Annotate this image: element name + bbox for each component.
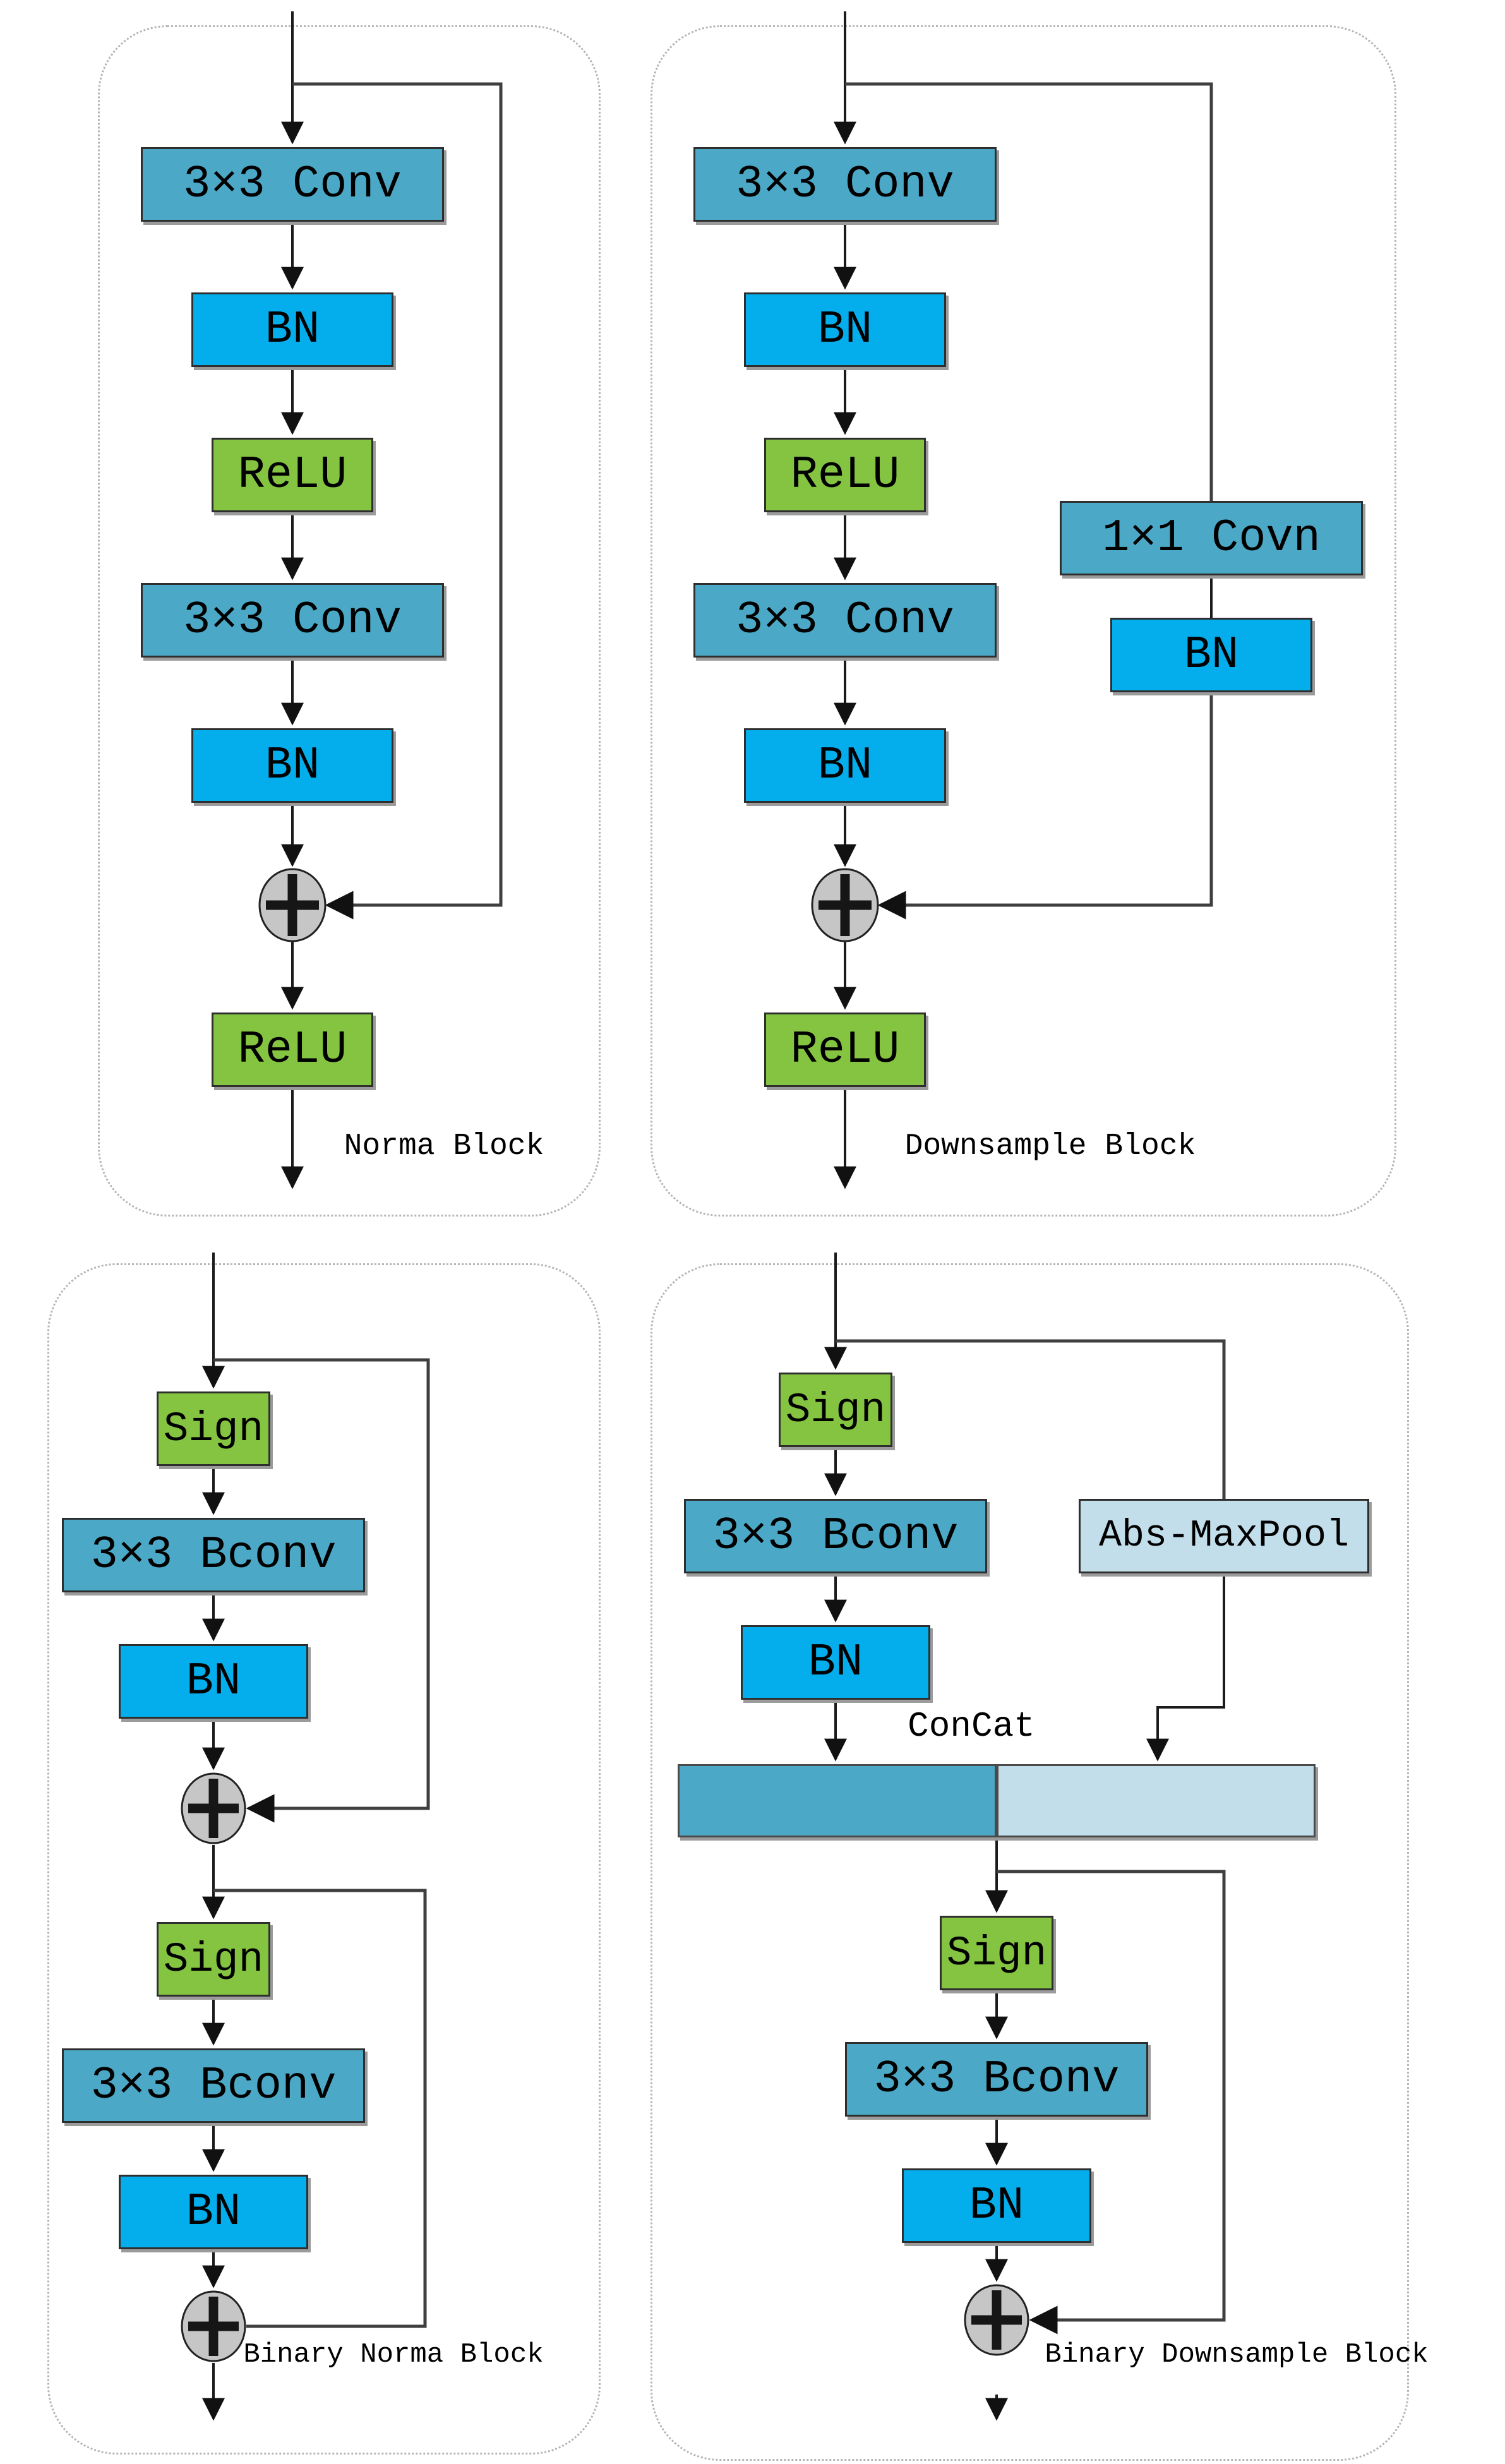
concat-label: ConCat	[908, 1706, 1035, 1746]
conv-box: 3×3 Conv	[141, 147, 444, 222]
abs-maxpool-box: Abs-MaxPool	[1079, 1499, 1369, 1573]
panel-caption: Norma Block	[344, 1129, 544, 1163]
conv-box: 3×3 Conv	[693, 147, 997, 222]
add-circle-icon	[181, 1772, 246, 1844]
panel-binary-norma-block: Sign 3×3 Bconv BN Sign 3×3 Bconv BN Bina…	[47, 1253, 601, 2455]
bn-box: BN	[191, 728, 393, 803]
relu-box: ReLU	[764, 438, 926, 512]
conv-box: 3×3 Conv	[693, 583, 997, 658]
panel-downsample-block: 3×3 Conv BN ReLU 1×1 Covn BN 3×3 Conv BN…	[651, 11, 1396, 1217]
bn-box: BN	[902, 2168, 1091, 2243]
bn-box: BN	[744, 728, 946, 803]
bn-box: BN	[744, 292, 946, 367]
sign-box: Sign	[940, 1916, 1053, 1990]
sign-box: Sign	[779, 1373, 892, 1447]
sign-box: Sign	[157, 1391, 270, 1466]
add-circle-icon	[964, 2284, 1029, 2356]
skip-connection	[292, 82, 503, 920]
sign-box: Sign	[157, 1922, 270, 1997]
concat-bar-left	[678, 1764, 997, 1837]
panel-caption: Binary Norma Block	[243, 2339, 544, 2371]
add-circle-icon	[258, 868, 327, 942]
add-circle-icon	[811, 868, 879, 942]
bn-box: BN	[119, 1644, 308, 1719]
bconv-box: 3×3 Bconv	[62, 1518, 365, 1592]
panel-caption: Binary Downsample Block	[1045, 2339, 1429, 2371]
skip-connection	[213, 1358, 430, 2328]
shortcut-conv-box: 1×1 Covn	[1060, 501, 1363, 575]
bconv-box: 3×3 Bconv	[62, 2048, 365, 2123]
bn-box: BN	[191, 292, 393, 367]
concat-bar-right	[997, 1764, 1316, 1837]
conv-box: 3×3 Conv	[141, 583, 444, 658]
panel-norma-block: 3×3 Conv BN ReLU 3×3 Conv BN ReLU Norma …	[98, 11, 601, 1217]
relu-box: ReLU	[212, 1013, 373, 1087]
panel-binary-downsample-block: Sign 3×3 Bconv Abs-MaxPool BN ConCat Sig…	[651, 1253, 1429, 2461]
connectors-norma	[258, 11, 503, 1189]
add-circle-icon	[181, 2290, 246, 2362]
relu-box: ReLU	[764, 1013, 926, 1087]
relu-box: ReLU	[212, 438, 373, 512]
bn-box: BN	[741, 1625, 930, 1700]
bconv-box: 3×3 Bconv	[845, 2042, 1148, 2117]
bn-box: BN	[119, 2175, 308, 2249]
bconv-box: 3×3 Bconv	[684, 1499, 987, 1573]
shortcut-branch	[845, 82, 1213, 920]
connectors-downsample	[811, 11, 1213, 1189]
connectors-binary-norma	[181, 1253, 430, 2421]
shortcut-bn-box: BN	[1110, 618, 1312, 692]
connectors-binary-downsample	[824, 1253, 1226, 2421]
panel-caption: Downsample Block	[904, 1129, 1196, 1163]
skip-connection	[836, 1339, 1226, 2335]
